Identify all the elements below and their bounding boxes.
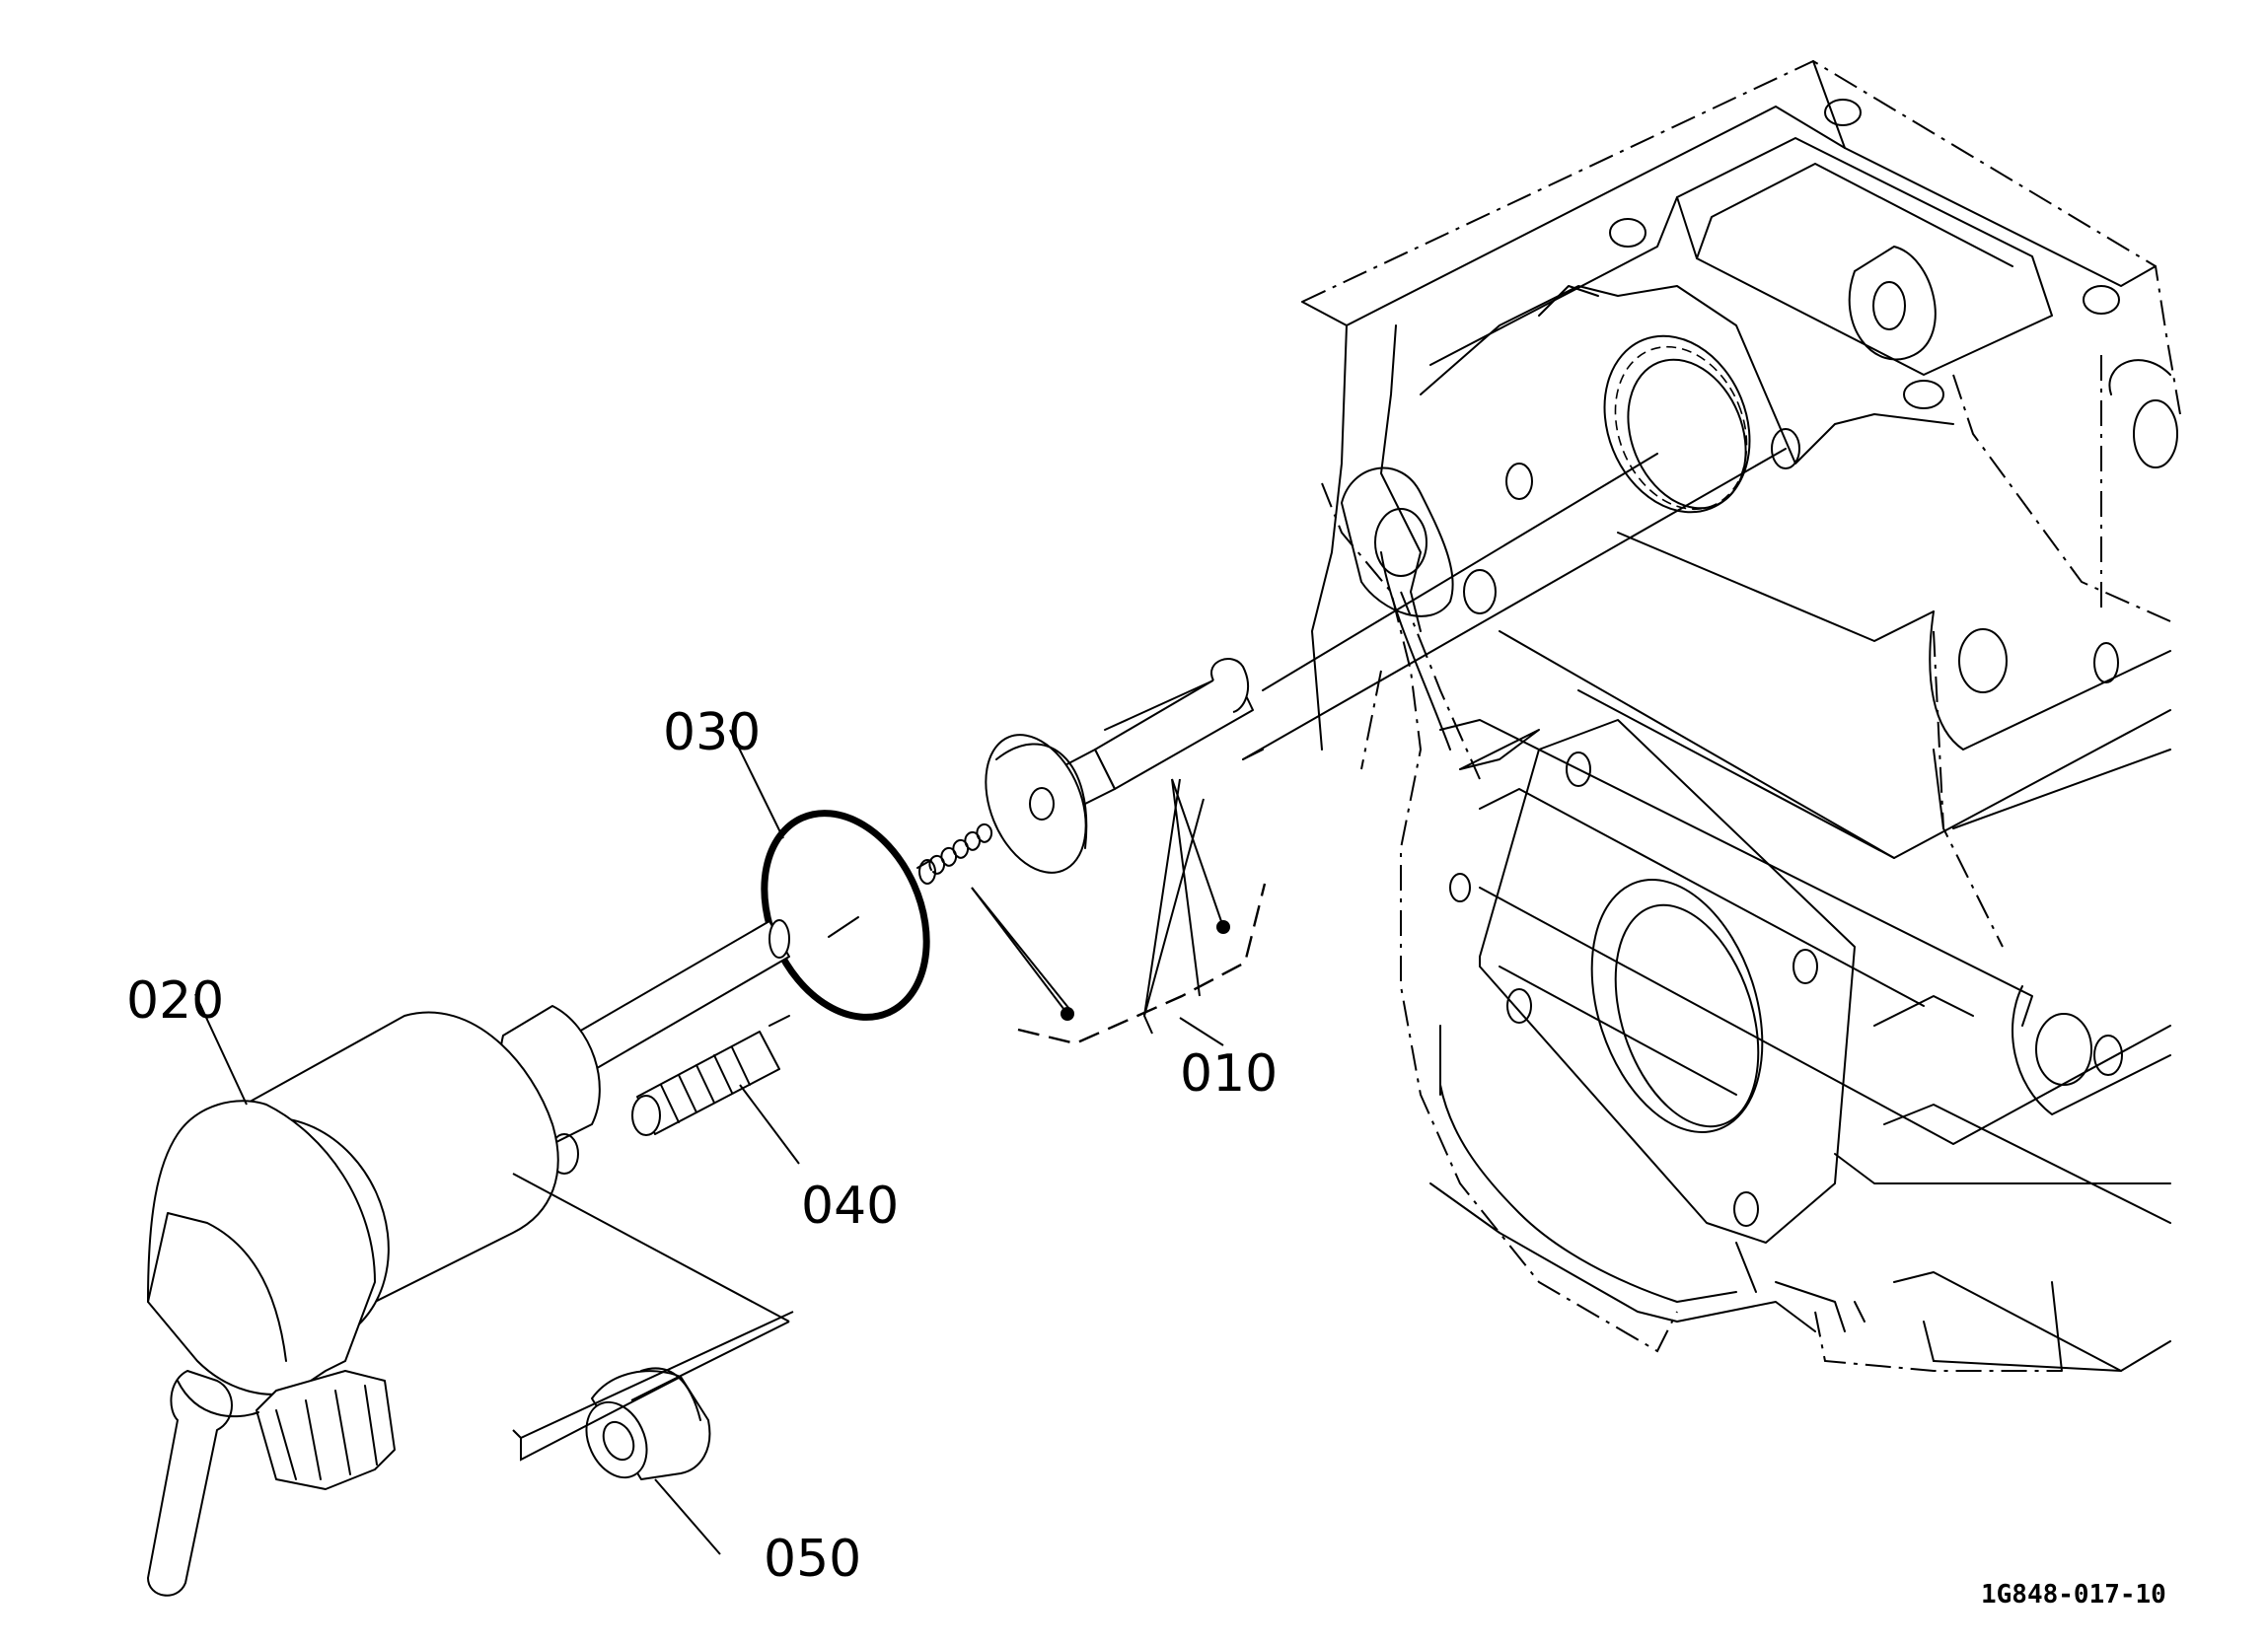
part-010-shaft: [985, 658, 1254, 874]
drawing-number: 1G848-017-10: [1981, 1580, 2166, 1610]
part-050-nut: [585, 1367, 711, 1480]
part-020-solenoid: [147, 919, 790, 1597]
callout-010: 010: [1180, 1044, 1278, 1104]
spring: [916, 823, 992, 885]
part-040-pin: [631, 1031, 780, 1136]
callout-040: 040: [801, 1177, 899, 1236]
part-030-o-ring: [761, 810, 930, 1021]
leader-lines: [194, 729, 1267, 1555]
callout-050: 050: [764, 1530, 861, 1589]
callout-020: 020: [126, 971, 224, 1031]
engine-block: [1301, 59, 2181, 1372]
assembly-axis-lines: [768, 448, 1787, 1027]
callout-030: 030: [663, 703, 761, 762]
